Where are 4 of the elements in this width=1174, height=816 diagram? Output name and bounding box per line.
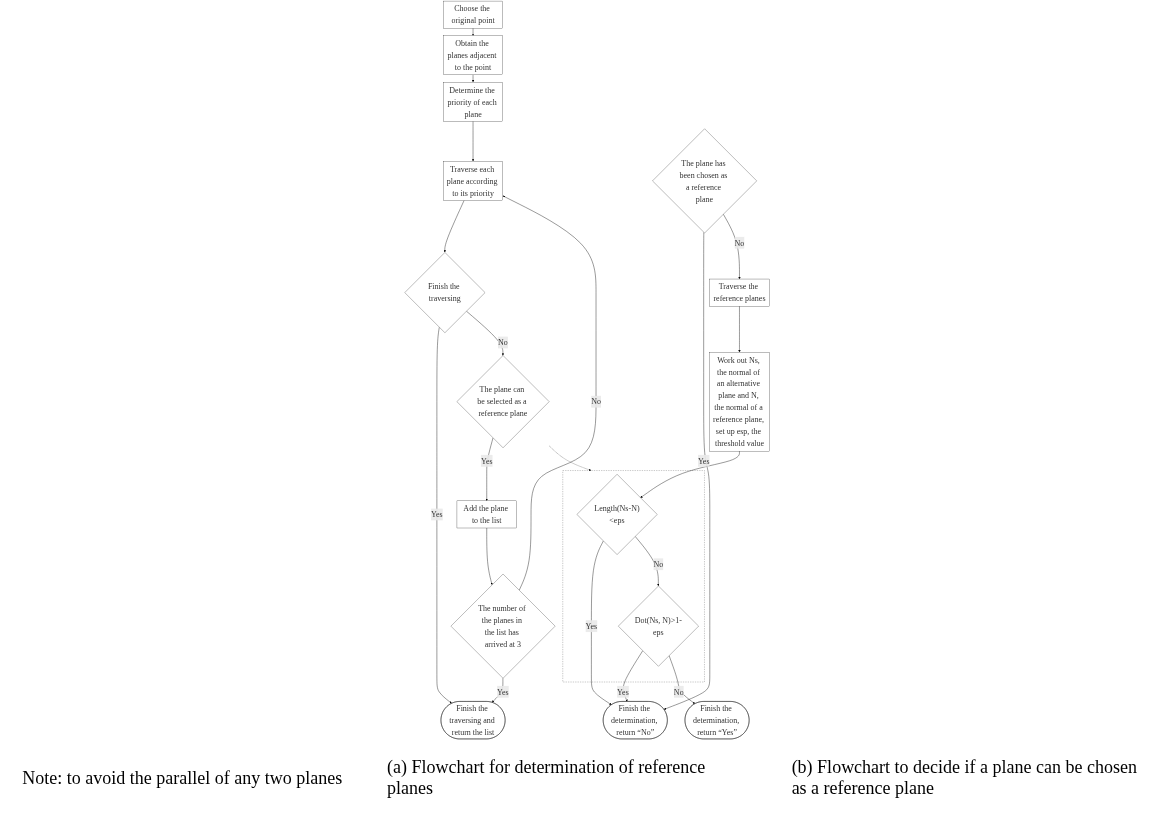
note-text: Note: to avoid the parallel of any two planes bbox=[22, 767, 343, 789]
cluster bbox=[562, 470, 705, 683]
note-text: (b) Flowchart to decide if a plane can be chosen as a reference plane bbox=[791, 757, 1138, 799]
note-text: (a) Flowchart for determination of reference planes bbox=[386, 757, 707, 799]
